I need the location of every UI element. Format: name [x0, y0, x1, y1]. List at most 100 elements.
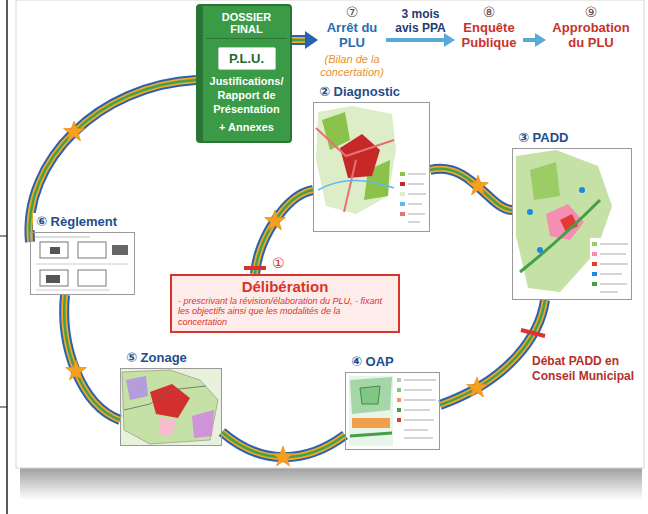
legend-lines	[408, 174, 426, 222]
legend-swatch	[400, 192, 405, 196]
legend-swatch	[592, 262, 597, 266]
step-number: ①	[272, 254, 285, 272]
heading-holder: ⑤ Zonage	[123, 349, 190, 366]
arrow-head	[305, 31, 318, 49]
connector-stroke	[64, 295, 120, 420]
heading-holder: ② Diagnostic	[316, 83, 403, 100]
frame-line	[6, 0, 8, 514]
legend-swatch	[397, 418, 401, 422]
step-label: ⑧Enquête Publique	[455, 4, 523, 50]
map-dot	[537, 247, 543, 253]
deliberation-box: ①Délibération- prescrivant la révision/é…	[170, 274, 400, 333]
map-road	[316, 128, 394, 156]
sheet-line	[36, 264, 128, 265]
sheet-frame: ⑥ Règlement	[30, 232, 135, 295]
connector-stroke	[255, 190, 313, 274]
map-dot	[579, 187, 585, 193]
padd-map	[512, 148, 632, 300]
sheet-figure	[78, 270, 106, 286]
milestone-bar	[244, 266, 266, 270]
connector-stroke	[29, 80, 196, 242]
heading-holder: ④ OAP	[348, 353, 397, 370]
connector-stroke	[292, 39, 305, 42]
legend-swatch	[397, 408, 401, 412]
step-note: (Bilan de la concertation)	[318, 53, 386, 79]
edge-label: 3 mois avis PPA	[392, 7, 450, 35]
connector-stroke	[440, 300, 545, 405]
milestone-bar	[521, 330, 545, 336]
map-corridor	[350, 433, 392, 436]
flow-arrow	[523, 33, 546, 47]
cycle-connector	[64, 295, 120, 420]
map-area	[158, 418, 176, 436]
star-marker	[468, 175, 489, 195]
map-area	[122, 370, 218, 444]
map-river	[318, 180, 394, 190]
zonage-map	[120, 368, 222, 446]
map-area	[360, 386, 380, 404]
legend-swatch	[592, 272, 597, 276]
connector-stroke	[29, 80, 196, 242]
map-area	[150, 384, 190, 418]
box-title: Délibération	[178, 278, 392, 296]
map-road	[344, 160, 356, 212]
arrow-head	[535, 33, 546, 47]
map-legend	[398, 168, 428, 228]
connector-stroke	[64, 295, 120, 420]
step-number: ⑧	[455, 4, 523, 20]
oap-map	[345, 372, 440, 450]
flow-arrow	[386, 33, 455, 47]
legend-swatch	[592, 252, 597, 256]
step-number: ⑨	[546, 4, 636, 20]
panel-shadow	[20, 466, 642, 500]
connector-stroke	[292, 37, 305, 43]
map-frame: ② Diagnostic	[313, 102, 430, 232]
reglement-sheet	[30, 232, 135, 295]
map-area	[192, 410, 214, 438]
connector-stroke	[255, 190, 313, 274]
map-corridor	[520, 200, 600, 272]
step-heading: ⑤ Zonage	[123, 349, 190, 366]
star-marker	[467, 377, 488, 397]
heading-holder: ⑥ Règlement	[33, 213, 120, 230]
step-title: Approbation du PLU	[546, 20, 636, 50]
sheet-figure	[40, 242, 68, 258]
map-frame: ④ OAP	[345, 372, 440, 450]
panel	[16, 0, 644, 468]
map-ground	[512, 148, 632, 300]
legend-swatch	[397, 378, 401, 382]
cycle-connector	[29, 80, 196, 242]
heading-holder: ①	[272, 254, 285, 272]
stage-note: Débat PADD en Conseil Municipal	[532, 354, 640, 384]
legend-swatch	[397, 388, 401, 392]
connector-stroke	[430, 169, 512, 210]
cycle-connector	[440, 300, 545, 405]
step-heading: ② Diagnostic	[316, 83, 403, 100]
sheet-line	[36, 290, 110, 291]
connector-stroke	[523, 38, 535, 42]
folder-text: + Annexes	[206, 121, 287, 135]
star-marker	[64, 121, 85, 141]
connector-stroke	[255, 190, 313, 274]
connector-stroke	[440, 300, 545, 405]
step-heading: ③ PADD	[515, 129, 572, 146]
note-holder: Débat PADD en Conseil Municipal	[532, 354, 640, 384]
legend-swatch	[400, 212, 405, 216]
sheet-line	[34, 237, 90, 238]
frame-line	[0, 407, 7, 408]
step-label: ⑨Approbation du PLU	[546, 4, 636, 50]
map-area	[530, 162, 560, 200]
legend-lines	[600, 244, 628, 292]
map-legend	[590, 238, 630, 296]
diagnostic-map	[313, 102, 430, 232]
final-folder: DOSSIER FINALP.L.U.Justifications/ Rappo…	[196, 4, 292, 143]
connector-stroke	[430, 169, 512, 210]
arrow-head	[444, 33, 455, 47]
map-dot	[527, 209, 533, 215]
legend-lines	[404, 380, 436, 438]
cycle-connector	[430, 169, 512, 210]
legend-swatch	[397, 398, 401, 402]
legend-swatch	[592, 282, 597, 286]
map-border	[124, 386, 206, 410]
edge-label-holder: 3 mois avis PPA	[392, 7, 450, 35]
